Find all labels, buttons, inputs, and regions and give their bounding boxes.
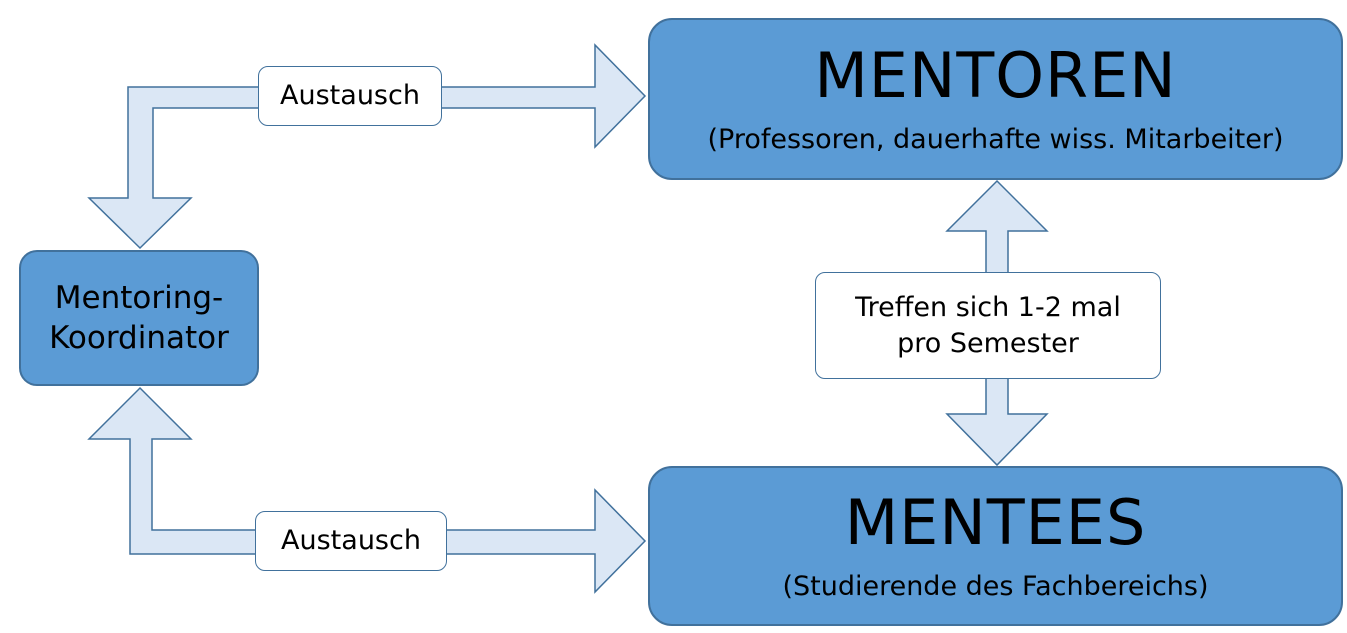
mentees-subtitle: (Studierende des Fachbereichs)	[782, 571, 1209, 603]
koordinator-line-2: Koordinator	[49, 320, 229, 356]
mentoren-subtitle: (Professoren, dauerhafte wiss. Mitarbeit…	[707, 124, 1284, 156]
mentees-node: MENTEES (Studierende des Fachbereichs)	[648, 466, 1343, 626]
austausch-bottom-text: Austausch	[281, 525, 421, 557]
mentoren-title: MENTOREN	[814, 38, 1177, 112]
arrow-koordinator-mentees	[87, 386, 647, 594]
austausch-top-label: Austausch	[258, 66, 442, 126]
meeting-frequency-line-2: pro Semester	[897, 327, 1079, 359]
koordinator-line-1: Mentoring-	[54, 279, 224, 316]
mentees-title: MENTEES	[844, 485, 1147, 559]
austausch-top-text: Austausch	[280, 80, 420, 112]
arrow-koordinator-mentoren	[87, 43, 647, 250]
meeting-frequency-label: Treffen sich 1-2 mal pro Semester	[815, 272, 1161, 379]
koordinator-node: Mentoring- Koordinator	[19, 250, 259, 386]
austausch-bottom-label: Austausch	[255, 511, 447, 571]
mentoren-node: MENTOREN (Professoren, dauerhafte wiss. …	[648, 18, 1343, 180]
meeting-frequency-line-1: Treffen sich 1-2 mal	[855, 292, 1121, 324]
